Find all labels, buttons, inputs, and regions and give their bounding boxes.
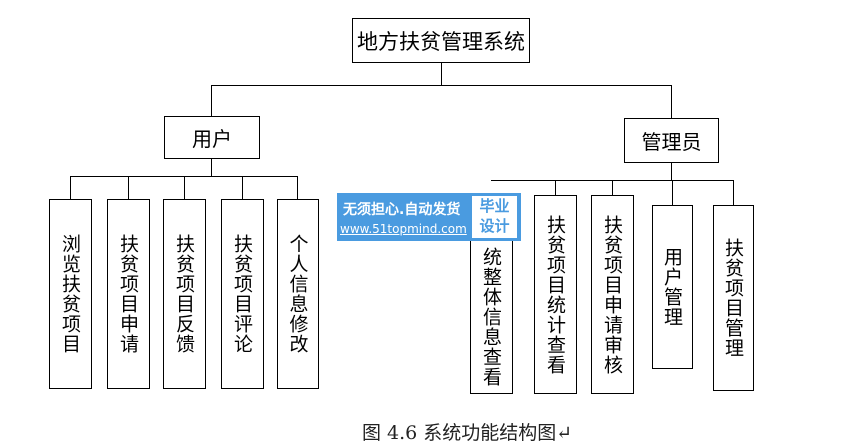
connector [128, 176, 129, 200]
connector [672, 180, 673, 206]
watermark-banner: 无须担心.自动发货 www.51topmind.com 毕业设计 [337, 193, 521, 241]
connector [297, 176, 298, 200]
admin-child-review: 扶贫项目申请审核 [591, 195, 634, 394]
admin-node: 管理员 [624, 118, 719, 163]
watermark-badge: 毕业设计 [472, 196, 517, 238]
root-node: 地方扶贫管理系统 [352, 18, 530, 63]
connector [555, 180, 556, 196]
connector [671, 162, 672, 180]
connector [211, 85, 212, 117]
connector [184, 176, 185, 200]
user-node: 用户 [164, 116, 260, 159]
connector [612, 180, 613, 196]
connector [671, 85, 672, 119]
watermark-link: www.51topmind.com [340, 222, 467, 236]
connector [211, 85, 672, 86]
user-child-browse: 浏览扶贫项目 [49, 199, 92, 389]
admin-child-stats: 扶贫项目统计查看 [534, 195, 577, 394]
connector [70, 176, 71, 200]
connector [441, 62, 442, 86]
admin-child-projects: 扶贫项目管理 [713, 205, 754, 391]
connector [242, 176, 243, 200]
badge-line1: 毕业 [479, 197, 510, 215]
connector [733, 180, 734, 206]
connector [211, 158, 212, 176]
badge-line2: 设计 [479, 217, 510, 235]
user-child-apply: 扶贫项目申请 [107, 199, 150, 389]
user-child-feedback: 扶贫项目反馈 [163, 199, 206, 389]
admin-child-users: 用户管理 [652, 205, 693, 369]
watermark-line1: 无须担心.自动发货 [343, 202, 461, 218]
user-child-profile: 个人信息修改 [277, 199, 319, 389]
user-child-comment: 扶贫项目评论 [221, 199, 264, 389]
figure-caption: 图 4.6 系统功能结构图↵ [362, 422, 573, 444]
